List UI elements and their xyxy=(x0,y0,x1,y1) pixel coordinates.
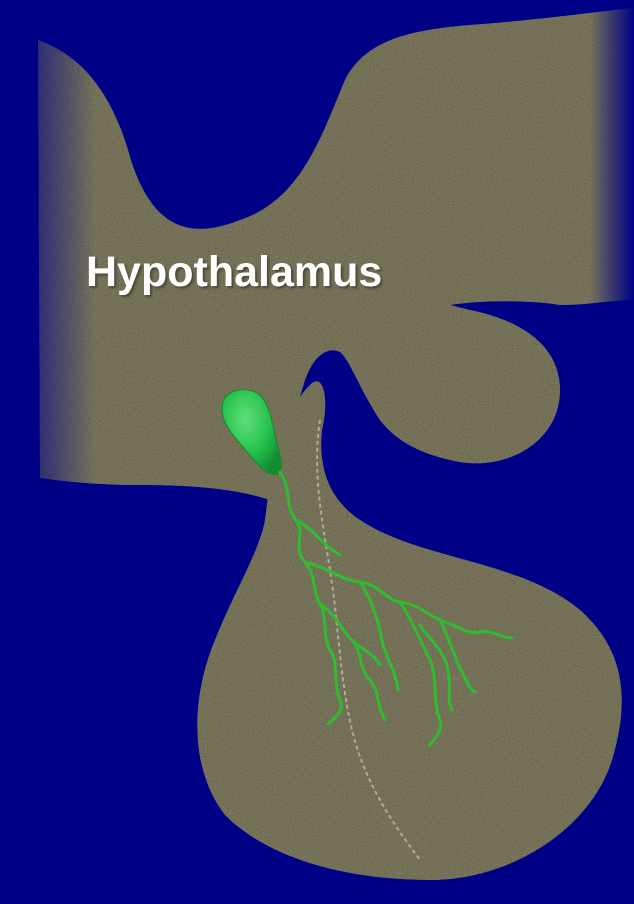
structure-label: Hypothalamus xyxy=(86,246,382,298)
